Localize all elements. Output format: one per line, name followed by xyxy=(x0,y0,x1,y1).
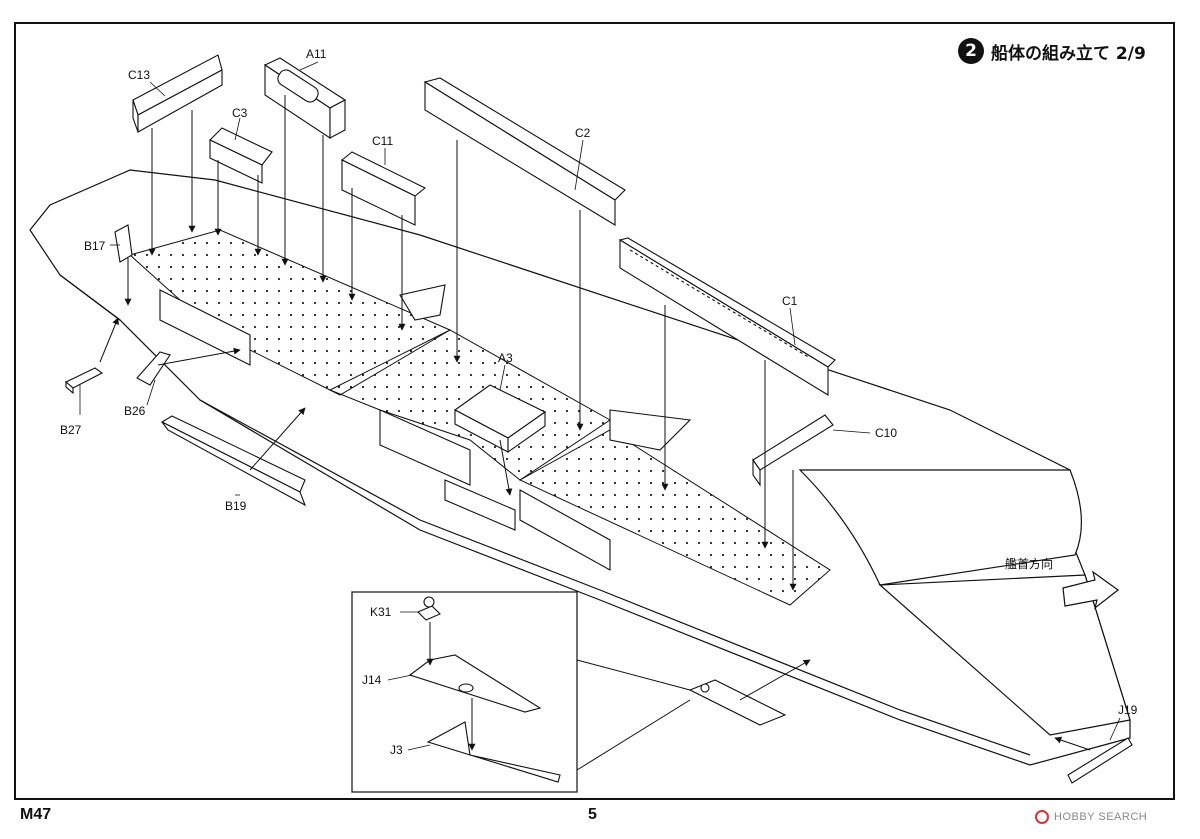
part-C10 xyxy=(752,414,834,487)
part-B17 xyxy=(114,224,133,263)
step-number-badge: 2 xyxy=(958,38,984,64)
label-B26: B26 xyxy=(124,404,146,418)
bulkheads xyxy=(159,284,692,571)
model-code: M47 xyxy=(20,806,52,823)
part-C1 xyxy=(618,237,836,396)
part-A11 xyxy=(263,57,347,140)
label-C11: C11 xyxy=(372,134,393,148)
bow-direction-label: 艦首方向 xyxy=(1005,556,1053,571)
watermark-logo-icon xyxy=(1035,810,1049,824)
deck-floor-fwd xyxy=(518,429,831,606)
page-number: 5 xyxy=(588,806,597,823)
part-B27 xyxy=(65,367,104,395)
sheet-border xyxy=(14,22,1175,800)
leader-lines xyxy=(99,95,1091,751)
label-A3: A3 xyxy=(498,351,513,365)
part-C13 xyxy=(132,54,223,133)
label-J14: J14 xyxy=(362,673,382,687)
detail-inset xyxy=(351,591,691,793)
watermark-text: HOBBY SEARCH xyxy=(1054,811,1148,823)
label-J3: J3 xyxy=(390,743,403,757)
label-C2: C2 xyxy=(575,126,591,140)
label-K31: K31 xyxy=(370,605,392,619)
part-B26 xyxy=(136,351,171,386)
part-C2 xyxy=(423,77,626,226)
label-J19: J19 xyxy=(1118,703,1138,717)
step-header: 2 船体の組み立て 2/9 xyxy=(958,38,1146,64)
stern-part-assembled xyxy=(688,679,787,726)
part-labels: C13 A11 C3 C11 C2 C1 C10 A3 B17 B26 B27 … xyxy=(60,47,1138,757)
label-B17: B17 xyxy=(84,239,106,253)
label-C1: C1 xyxy=(782,294,798,308)
part-K31 xyxy=(417,596,441,621)
label-A11: A11 xyxy=(306,47,327,61)
part-J19 xyxy=(1067,737,1133,784)
part-B19 xyxy=(160,415,307,507)
part-C11 xyxy=(340,151,427,226)
step-title: 船体の組み立て 2/9 xyxy=(991,43,1146,64)
bow-direction-arrow xyxy=(1062,570,1119,610)
watermark: HOBBY SEARCH xyxy=(1035,810,1147,824)
part-A3 xyxy=(453,384,547,454)
label-C3: C3 xyxy=(232,106,248,120)
label-C10: C10 xyxy=(875,426,897,440)
part-C3 xyxy=(209,127,273,184)
label-B27: B27 xyxy=(60,423,82,437)
label-C13: C13 xyxy=(128,68,150,82)
part-J3 xyxy=(426,721,561,783)
label-B19: B19 xyxy=(225,499,247,513)
label-lines xyxy=(79,61,1121,741)
